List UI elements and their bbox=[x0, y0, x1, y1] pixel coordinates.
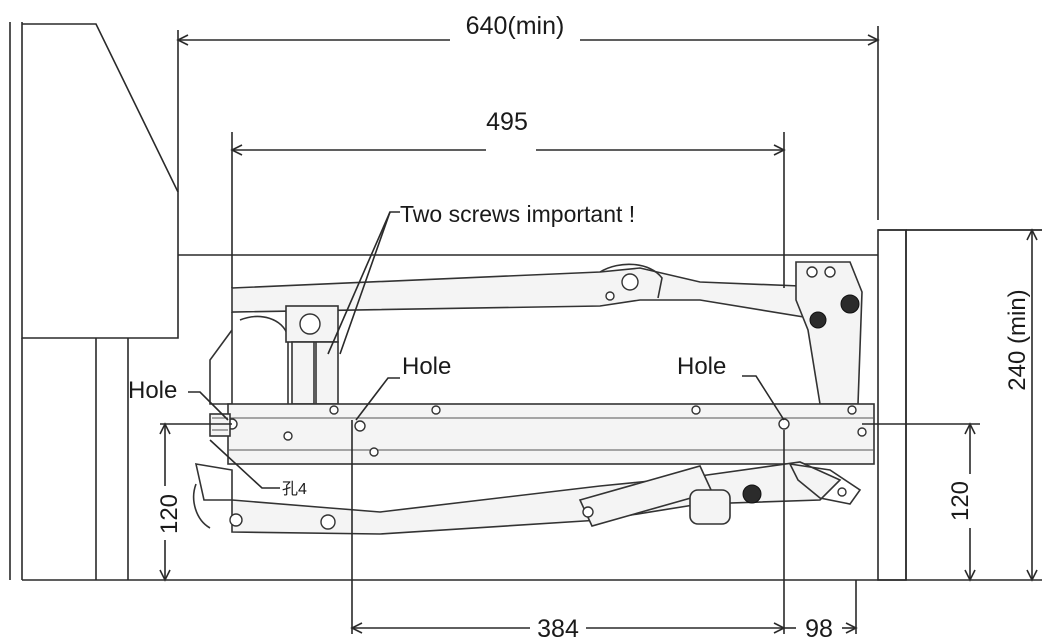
bottom-span-label: 384 bbox=[537, 615, 579, 643]
main-rail bbox=[227, 403, 875, 465]
hole-left-label: Hole bbox=[128, 377, 177, 404]
mechanism-width-label: 495 bbox=[486, 108, 528, 136]
lift-mechanism bbox=[192, 261, 875, 535]
dimension-mechanism-width: 495 bbox=[230, 108, 786, 156]
callout-hole-left: Hole bbox=[128, 377, 229, 421]
dimension-bottom: 384 98 bbox=[350, 615, 858, 643]
right-height-label: 120 bbox=[947, 481, 974, 521]
overall-width-label: 640(min) bbox=[466, 12, 565, 40]
left-cabinet bbox=[9, 22, 179, 580]
hole-right-label: Hole bbox=[677, 353, 726, 380]
dimension-height-right: 240 (min) bbox=[1004, 228, 1038, 582]
height-right-label: 240 (min) bbox=[1004, 289, 1031, 390]
dimension-overall-width: 640(min) bbox=[176, 12, 880, 46]
bottom-offset-label: 98 bbox=[805, 615, 833, 643]
dimension-left-height: 120 bbox=[156, 422, 183, 582]
right-cabinet bbox=[877, 229, 1042, 581]
dimension-right-height: 120 bbox=[947, 422, 976, 582]
callout-hole-number: 孔4 bbox=[209, 439, 307, 498]
hole-number-label: 孔4 bbox=[282, 480, 307, 498]
callout-screws: Two screws important ! bbox=[327, 201, 635, 355]
extension-lines bbox=[160, 26, 1042, 634]
callout-hole-center: Hole bbox=[355, 353, 451, 421]
hole-center-label: Hole bbox=[402, 353, 451, 380]
screws-note: Two screws important ! bbox=[400, 201, 635, 227]
callout-hole-right: Hole bbox=[677, 353, 785, 421]
left-height-label: 120 bbox=[156, 494, 183, 534]
